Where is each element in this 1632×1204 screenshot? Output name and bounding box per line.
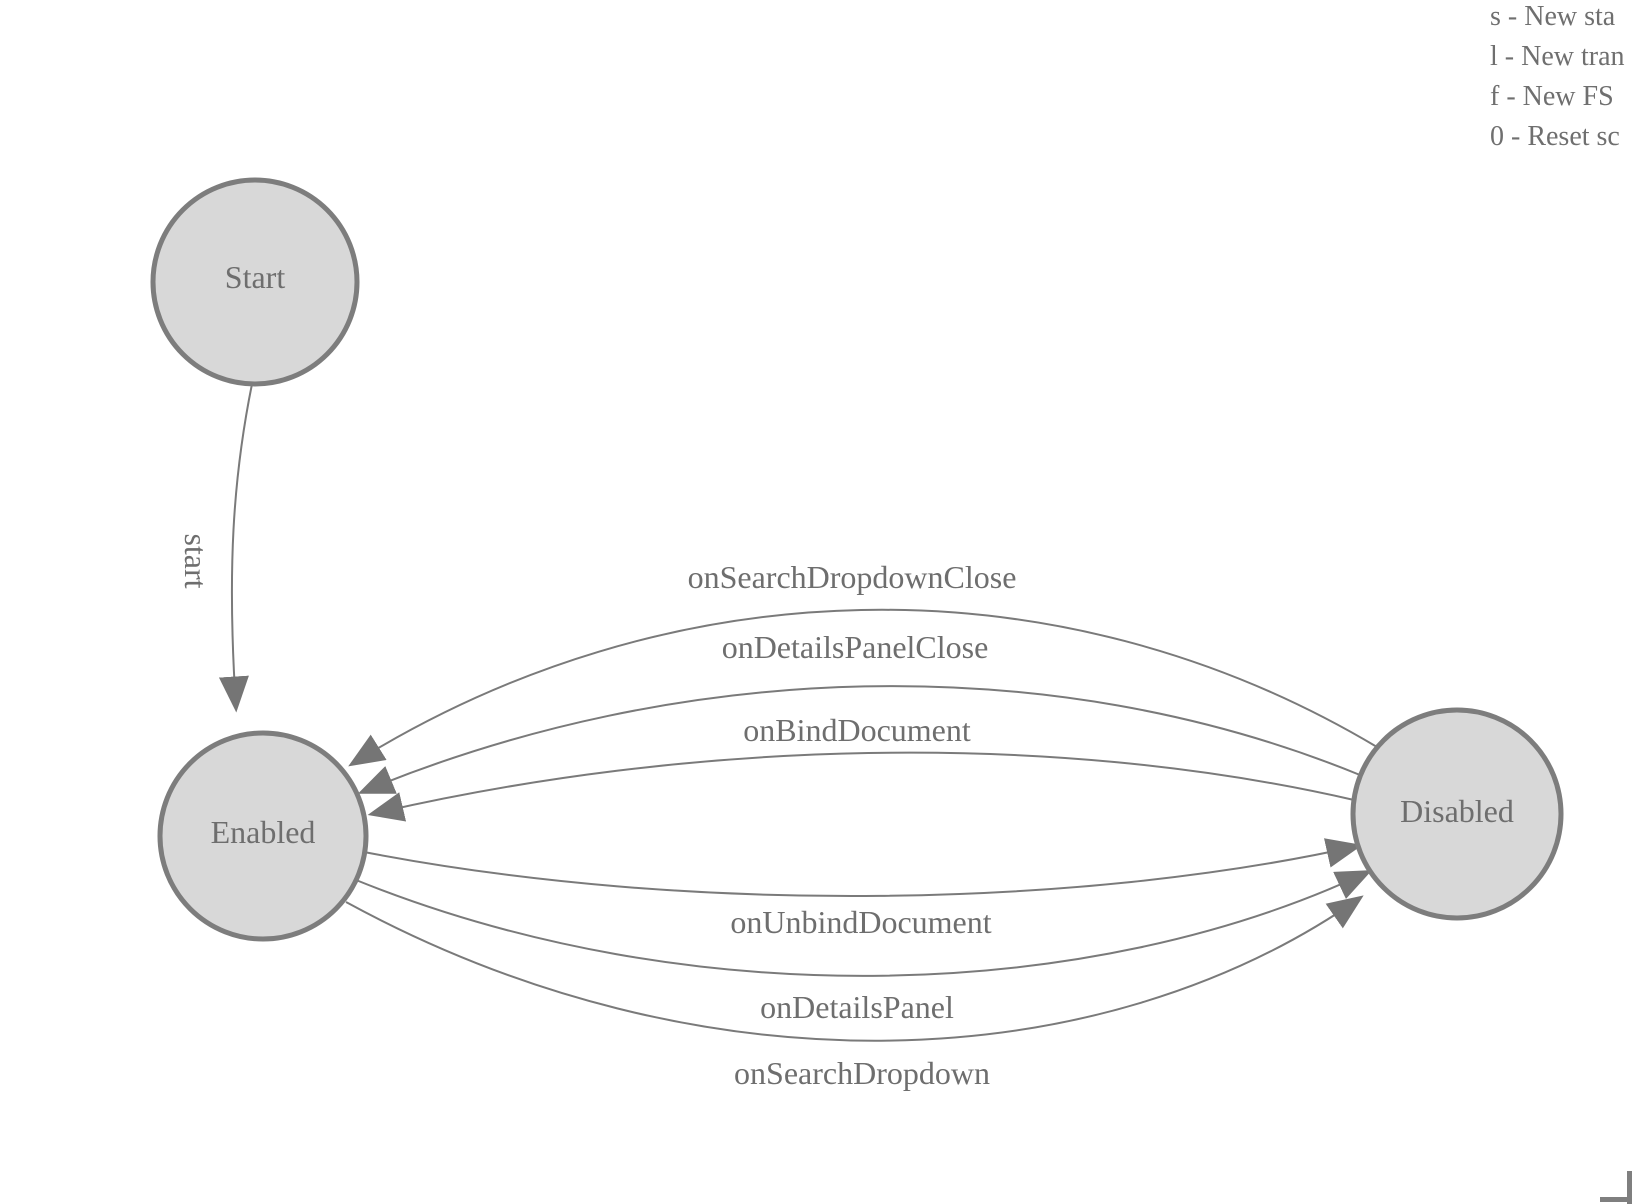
state-node-enabled[interactable]: Enabled [157,730,369,942]
state-node-start[interactable]: Start [150,177,360,387]
legend-line-new-transition: l - New tran [1490,41,1625,72]
state-label-disabled: Disabled [1400,793,1514,829]
state-label-start: Start [225,259,286,295]
edge-label-start: start [178,533,214,588]
edge-label-on-details-panel-close: onDetailsPanelClose [722,629,989,665]
shortcut-legend: s - New sta l - New tran f - New FS 0 - … [1490,0,1625,157]
state-node-disabled[interactable]: Disabled [1350,707,1564,921]
edge-label-on-search-dropdown: onSearchDropdown [734,1055,990,1091]
state-circle-enabled[interactable] [157,730,369,942]
legend-line-new-fsm: f - New FS [1490,81,1614,112]
edge-on-search-dropdown-close[interactable] [348,608,1378,767]
edge-start[interactable] [218,383,253,713]
legend-line-new-state: s - New sta [1490,1,1616,32]
state-circle-start[interactable] [150,177,360,387]
corner-mark-horizontal [1600,1197,1632,1202]
edge-on-search-dropdown[interactable] [345,895,1364,1042]
legend-line-reset: 0 - Reset sc [1490,121,1620,152]
edge-on-details-panel-close[interactable] [357,685,1361,794]
edge-on-bind-document[interactable] [367,751,1355,822]
edge-label-on-details-panel: onDetailsPanel [760,989,954,1025]
state-label-enabled: Enabled [211,814,316,850]
edge-on-unbind-document[interactable] [363,838,1363,897]
edge-on-details-panel[interactable] [355,870,1373,977]
edge-label-on-bind-document: onBindDocument [743,712,971,748]
state-circle-disabled[interactable] [1350,707,1564,921]
edge-label-on-unbind-document: onUnbindDocument [730,904,991,940]
corner-mark-vertical [1627,1171,1632,1204]
edge-label-on-search-dropdown-close: onSearchDropdownClose [688,559,1017,595]
